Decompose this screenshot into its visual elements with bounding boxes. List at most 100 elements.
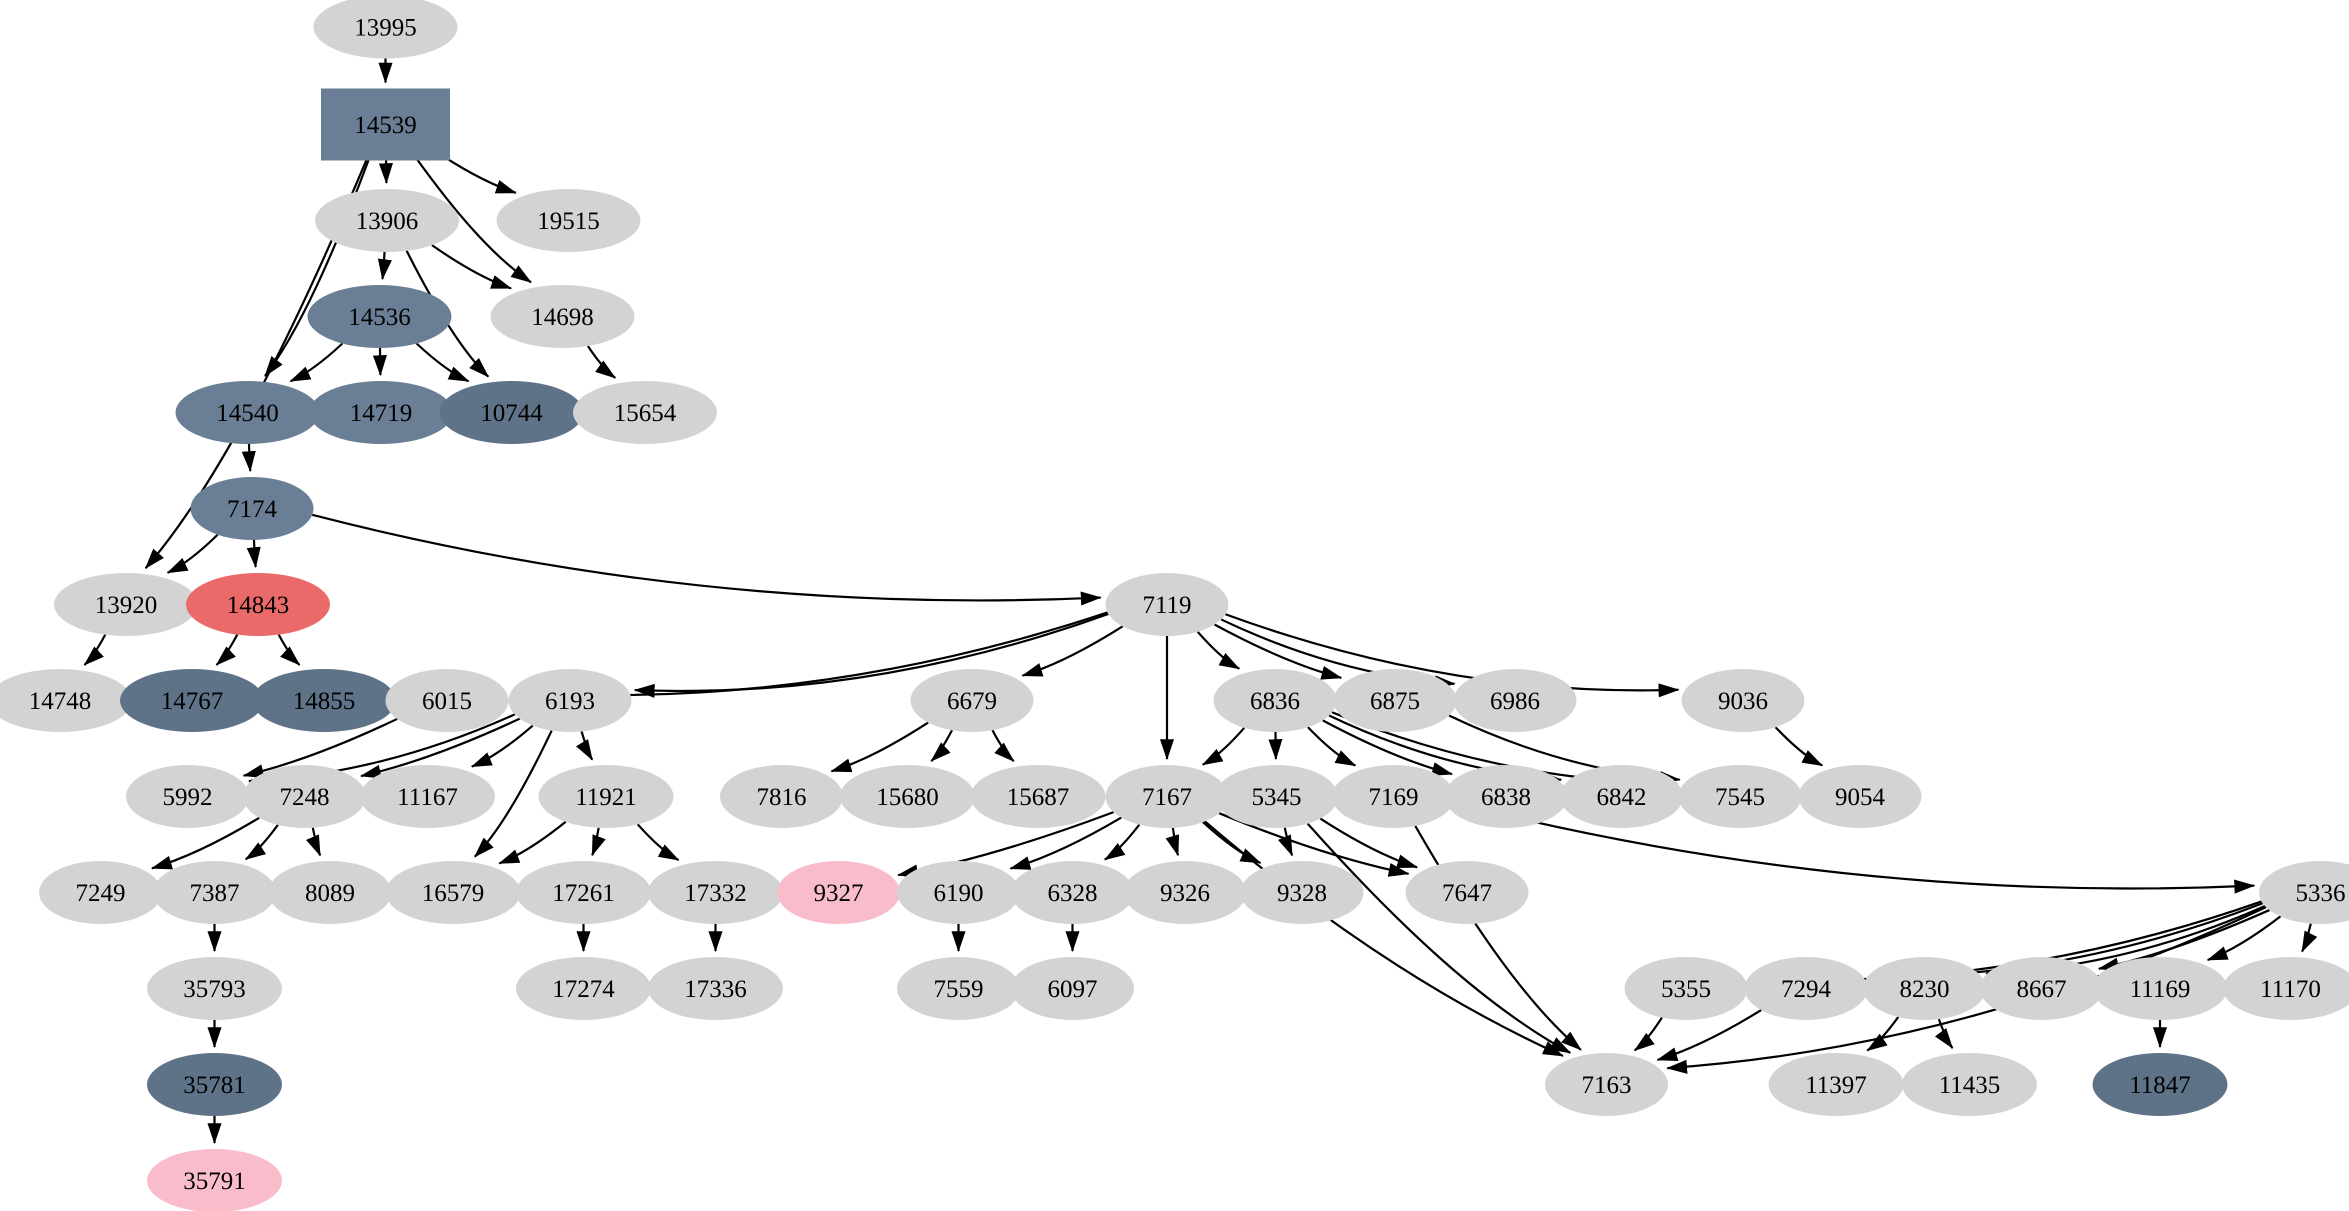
graph-node-7647[interactable]: 7647	[1405, 861, 1529, 924]
node-shape[interactable]	[897, 957, 1020, 1020]
graph-node-5355[interactable]: 5355	[1624, 957, 1748, 1020]
node-shape[interactable]	[120, 669, 264, 732]
node-shape[interactable]	[1332, 765, 1455, 828]
node-shape[interactable]	[1798, 765, 1922, 828]
graph-node-8667[interactable]: 8667	[1980, 957, 2103, 1020]
graph-node-13906[interactable]: 13906	[315, 189, 459, 252]
node-shape[interactable]	[175, 381, 320, 444]
node-shape[interactable]	[573, 381, 717, 444]
graph-node-13995[interactable]: 13995	[313, 0, 458, 59]
graph-node-7174[interactable]: 7174	[190, 477, 314, 540]
node-shape[interactable]	[1624, 957, 1748, 1020]
graph-node-9036[interactable]: 9036	[1681, 669, 1805, 732]
graph-node-7163[interactable]: 7163	[1545, 1053, 1668, 1116]
node-shape[interactable]	[0, 669, 132, 732]
node-shape[interactable]	[1240, 861, 1364, 924]
node-shape[interactable]	[1681, 669, 1805, 732]
graph-node-8230[interactable]: 8230	[1863, 957, 1986, 1020]
graph-node-16579[interactable]: 16579	[385, 861, 521, 924]
graph-node-11169[interactable]: 11169	[2092, 957, 2228, 1020]
node-shape[interactable]	[252, 669, 396, 732]
graph-node-7559[interactable]: 7559	[897, 957, 1020, 1020]
graph-node-11847[interactable]: 11847	[2092, 1053, 2228, 1116]
graph-node-14536[interactable]: 14536	[307, 285, 452, 348]
node-shape[interactable]	[321, 88, 450, 161]
graph-node-17336[interactable]: 17336	[648, 957, 783, 1020]
node-shape[interactable]	[268, 861, 392, 924]
node-shape[interactable]	[1405, 861, 1529, 924]
graph-node-19515[interactable]: 19515	[496, 189, 641, 252]
node-shape[interactable]	[54, 573, 198, 636]
node-shape[interactable]	[496, 189, 641, 252]
node-shape[interactable]	[1105, 765, 1229, 828]
node-shape[interactable]	[1011, 957, 1134, 1020]
graph-node-7169[interactable]: 7169	[1332, 765, 1455, 828]
graph-node-6097[interactable]: 6097	[1011, 957, 1134, 1020]
node-shape[interactable]	[243, 765, 366, 828]
node-shape[interactable]	[1545, 1053, 1668, 1116]
node-shape[interactable]	[720, 765, 843, 828]
node-shape[interactable]	[1560, 765, 1683, 828]
node-shape[interactable]	[1123, 861, 1247, 924]
graph-node-11397[interactable]: 11397	[1768, 1053, 1904, 1116]
graph-node-7167[interactable]: 7167	[1105, 765, 1229, 828]
node-shape[interactable]	[385, 861, 521, 924]
graph-node-6836[interactable]: 6836	[1213, 669, 1337, 732]
graph-node-35793[interactable]: 35793	[147, 957, 282, 1020]
node-shape[interactable]	[385, 669, 509, 732]
node-shape[interactable]	[538, 765, 674, 828]
node-shape[interactable]	[360, 765, 495, 828]
node-shape[interactable]	[439, 381, 584, 444]
node-shape[interactable]	[777, 861, 900, 924]
graph-node-7119[interactable]: 7119	[1105, 573, 1229, 636]
graph-node-7545[interactable]: 7545	[1678, 765, 1802, 828]
graph-node-7387[interactable]: 7387	[153, 861, 276, 924]
node-shape[interactable]	[1333, 669, 1457, 732]
node-shape[interactable]	[1678, 765, 1802, 828]
node-shape[interactable]	[1011, 861, 1134, 924]
node-shape[interactable]	[313, 0, 458, 59]
graph-node-17332[interactable]: 17332	[648, 861, 783, 924]
node-shape[interactable]	[648, 861, 783, 924]
node-shape[interactable]	[1215, 765, 1338, 828]
graph-node-6328[interactable]: 6328	[1011, 861, 1134, 924]
node-shape[interactable]	[147, 1053, 282, 1116]
graph-node-6842[interactable]: 6842	[1560, 765, 1683, 828]
graph-node-9054[interactable]: 9054	[1798, 765, 1922, 828]
graph-node-5992[interactable]: 5992	[126, 765, 249, 828]
graph-node-14748[interactable]: 14748	[0, 669, 132, 732]
node-shape[interactable]	[490, 285, 635, 348]
node-shape[interactable]	[2259, 861, 2349, 924]
graph-node-14855[interactable]: 14855	[252, 669, 396, 732]
graph-node-14719[interactable]: 14719	[309, 381, 453, 444]
graph-node-9328[interactable]: 9328	[1240, 861, 1364, 924]
graph-node-6015[interactable]: 6015	[385, 669, 509, 732]
node-shape[interactable]	[1453, 669, 1577, 732]
node-shape[interactable]	[508, 669, 632, 732]
node-shape[interactable]	[147, 957, 282, 1020]
graph-node-35791[interactable]: 35791	[147, 1149, 282, 1211]
node-shape[interactable]	[315, 189, 459, 252]
node-shape[interactable]	[1444, 765, 1568, 828]
graph-node-14540[interactable]: 14540	[175, 381, 320, 444]
graph-node-6190[interactable]: 6190	[897, 861, 1020, 924]
node-shape[interactable]	[516, 861, 651, 924]
node-shape[interactable]	[307, 285, 452, 348]
node-shape[interactable]	[1105, 573, 1229, 636]
node-shape[interactable]	[1768, 1053, 1904, 1116]
graph-node-11170[interactable]: 11170	[2223, 957, 2349, 1020]
graph-node-14539[interactable]: 14539	[321, 88, 450, 161]
graph-node-17261[interactable]: 17261	[516, 861, 651, 924]
node-shape[interactable]	[39, 861, 162, 924]
graph-node-11435[interactable]: 11435	[1902, 1053, 2037, 1116]
graph-node-35781[interactable]: 35781	[147, 1053, 282, 1116]
graph-node-7294[interactable]: 7294	[1744, 957, 1868, 1020]
graph-node-15654[interactable]: 15654	[573, 381, 717, 444]
graph-node-14843[interactable]: 14843	[186, 573, 330, 636]
node-shape[interactable]	[910, 669, 1034, 732]
graph-node-5336[interactable]: 5336	[2259, 861, 2349, 924]
node-shape[interactable]	[309, 381, 453, 444]
node-shape[interactable]	[1980, 957, 2103, 1020]
graph-node-6838[interactable]: 6838	[1444, 765, 1568, 828]
graph-node-8089[interactable]: 8089	[268, 861, 392, 924]
